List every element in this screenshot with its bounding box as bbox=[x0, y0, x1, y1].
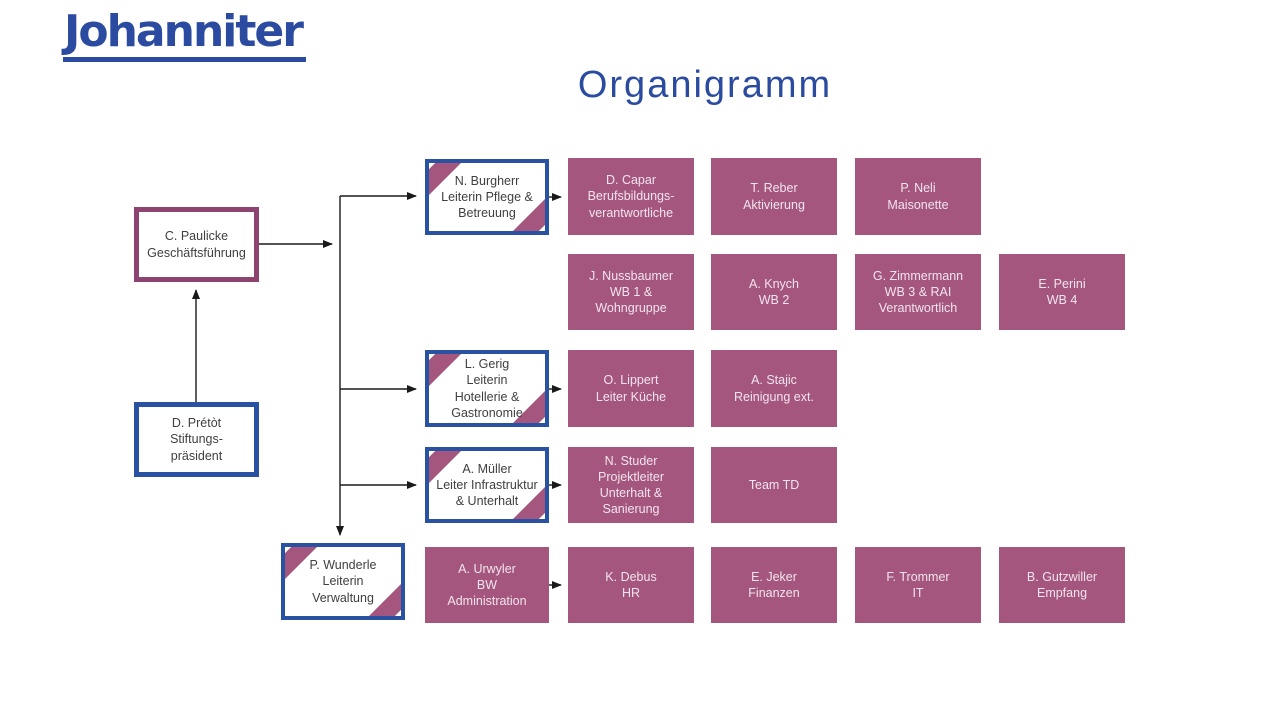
org-box-d-capar: D. Capar Berufsbildungs- verantwortliche bbox=[568, 158, 694, 235]
org-box-p-wunderle: P. Wunderle Leiterin Verwaltung bbox=[281, 543, 405, 620]
org-box-e-perini: E. Perini WB 4 bbox=[999, 254, 1125, 330]
org-box-label: K. Debus HR bbox=[605, 569, 657, 600]
org-box-label: A. Müller Leiter Infrastruktur & Unterha… bbox=[436, 461, 538, 509]
org-box-label: P. Wunderle Leiterin Verwaltung bbox=[309, 558, 377, 605]
johanniter-logo: Johanniter bbox=[63, 7, 306, 63]
org-box-label: E. Perini WB 4 bbox=[1038, 276, 1086, 307]
org-box-label: Team TD bbox=[748, 477, 800, 492]
org-box-p-neli: P. Neli Maisonette bbox=[855, 158, 981, 235]
org-box-label: T. Reber Aktivierung bbox=[743, 181, 805, 212]
page-title: Organigramm bbox=[577, 64, 833, 106]
org-box-o-lippert: O. Lippert Leiter Küche bbox=[568, 350, 694, 427]
org-box-label: A. Knych WB 2 bbox=[748, 276, 800, 307]
org-box-team-td: Team TD bbox=[711, 447, 837, 523]
org-box-label: C. Paulicke Geschäftsführung bbox=[147, 229, 246, 260]
org-box-l-gerig: L. Gerig Leiterin Hotellerie & Gastronom… bbox=[425, 350, 549, 427]
org-box-j-nussbaumer: J. Nussbaumer WB 1 & Wohngruppe bbox=[568, 254, 694, 330]
org-box-label: O. Lippert Leiter Küche bbox=[595, 373, 667, 404]
org-box-a-urwyler: A. Urwyler BW Administration bbox=[425, 547, 549, 623]
org-box-k-debus: K. Debus HR bbox=[568, 547, 694, 623]
org-box-label: G. Zimmermann WB 3 & RAI Verantwortlich bbox=[872, 268, 964, 316]
org-box-b-gutzwiller: B. Gutzwiller Empfang bbox=[999, 547, 1125, 623]
org-box-c-paulicke: C. Paulicke Geschäftsführung bbox=[134, 207, 259, 282]
org-box-a-knych: A. Knych WB 2 bbox=[711, 254, 837, 330]
org-box-g-zimmermann: G. Zimmermann WB 3 & RAI Verantwortlich bbox=[855, 254, 981, 330]
org-box-f-trommer: F. Trommer IT bbox=[855, 547, 981, 623]
org-box-label: L. Gerig Leiterin Hotellerie & Gastronom… bbox=[451, 357, 523, 420]
org-box-e-jeker: E. Jeker Finanzen bbox=[711, 547, 837, 623]
org-box-label: N. Burgherr Leiterin Pflege & Betreuung bbox=[441, 173, 533, 221]
org-box-label: D. Prétòt Stiftungs- präsident bbox=[170, 416, 223, 463]
org-box-label: P. Neli Maisonette bbox=[887, 181, 949, 212]
org-box-a-stajic: A. Stajic Reinigung ext. bbox=[711, 350, 837, 427]
org-box-n-burgherr: N. Burgherr Leiterin Pflege & Betreuung bbox=[425, 159, 549, 235]
org-box-t-reber: T. Reber Aktivierung bbox=[711, 158, 837, 235]
org-box-label: F. Trommer IT bbox=[886, 569, 950, 600]
org-box-label: N. Studer Projektleiter Unterhalt & Sani… bbox=[598, 453, 664, 517]
org-box-label: B. Gutzwiller Empfang bbox=[1026, 569, 1098, 600]
org-box-label: E. Jeker Finanzen bbox=[748, 569, 800, 600]
org-box-label: J. Nussbaumer WB 1 & Wohngruppe bbox=[588, 268, 674, 316]
org-box-label: A. Stajic Reinigung ext. bbox=[734, 373, 814, 404]
org-box-n-studer: N. Studer Projektleiter Unterhalt & Sani… bbox=[568, 447, 694, 523]
org-box-d-pretot: D. Prétòt Stiftungs- präsident bbox=[134, 402, 259, 477]
org-box-a-mueller: A. Müller Leiter Infrastruktur & Unterha… bbox=[425, 447, 549, 523]
org-box-label: D. Capar Berufsbildungs- verantwortliche bbox=[587, 173, 675, 220]
org-box-label: A. Urwyler BW Administration bbox=[447, 561, 527, 609]
